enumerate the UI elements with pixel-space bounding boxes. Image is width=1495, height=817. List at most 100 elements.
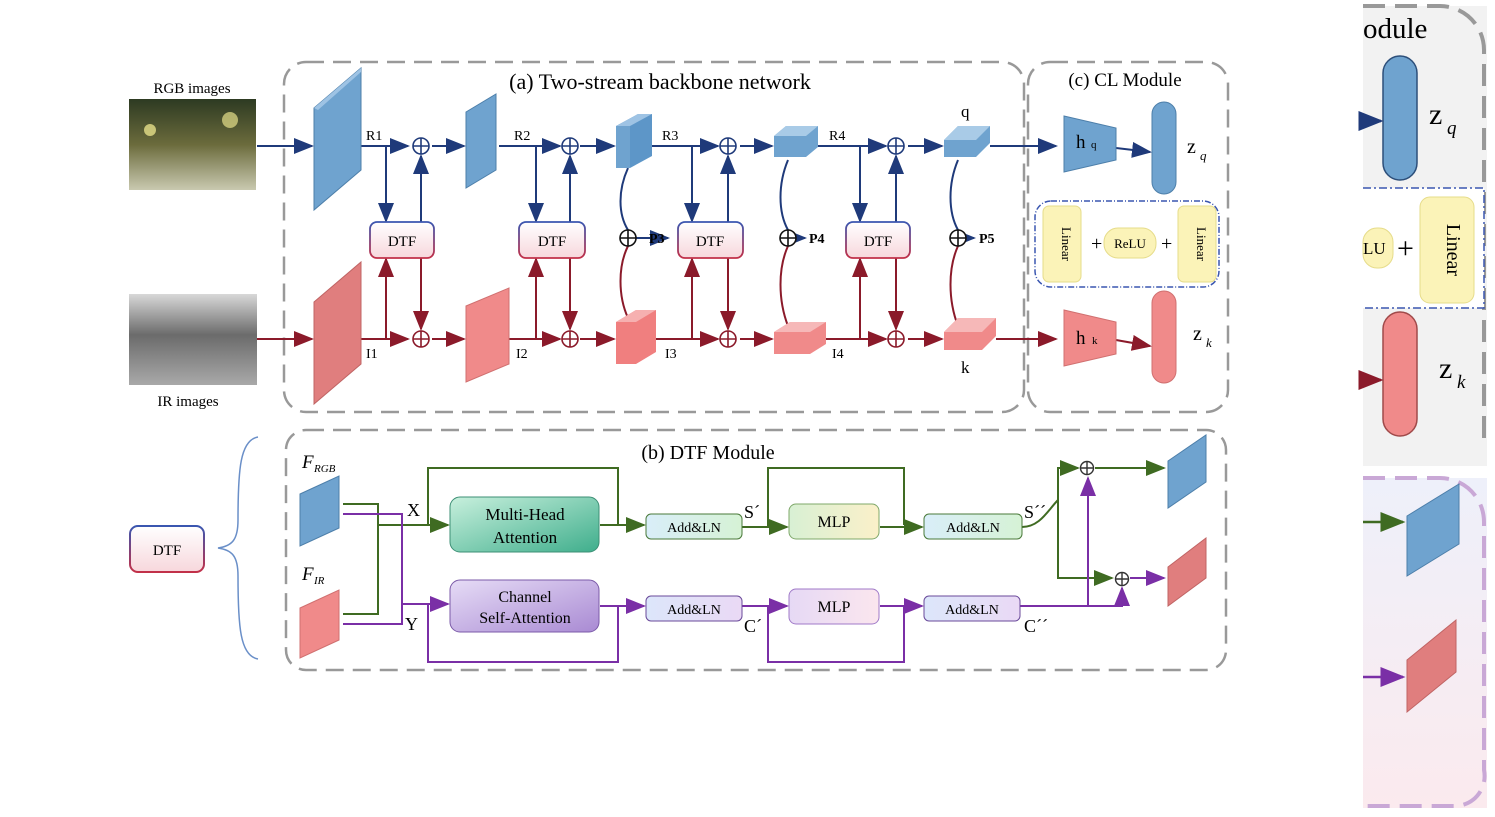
- output-p4: P4: [809, 232, 825, 247]
- svg-text:+: +: [1161, 233, 1172, 255]
- f-rgb-block: [299, 475, 340, 547]
- dtf-block-4-label: DTF: [864, 234, 892, 250]
- rgb-fusion-add-1: [412, 137, 430, 155]
- add-ln-ir-2: Add&LN: [923, 595, 1021, 622]
- ir-stage-5-block: [944, 318, 996, 350]
- svg-text:ReLU: ReLU: [1114, 236, 1146, 251]
- zoom-zk-sub: k: [1457, 372, 1466, 393]
- hk-projector: h k: [1063, 309, 1117, 367]
- dtf-key-block: DTF: [129, 525, 205, 573]
- svg-text:k: k: [1092, 335, 1098, 347]
- f-rgb-sub: RGB: [313, 463, 336, 475]
- ir-residual-add: [1114, 571, 1130, 587]
- rgb-fusion-add-2: [561, 137, 579, 155]
- dtf-block-1-label: DTF: [388, 234, 416, 250]
- ir-stage-2-block: [465, 287, 510, 383]
- backbone-title: (a) Two-stream backbone network: [509, 69, 811, 94]
- mlp-rgb: MLP: [788, 503, 880, 540]
- svg-text:MLP: MLP: [818, 599, 851, 616]
- backbone-panel-border: [282, 60, 1026, 414]
- stage-label-r2: R2: [514, 129, 530, 144]
- dtf-title: (b) DTF Module: [641, 442, 774, 464]
- svg-text:h: h: [1076, 132, 1086, 153]
- zoom-linear-layer: [1419, 196, 1475, 304]
- zoom-fused-ir-block: [1406, 618, 1457, 714]
- k-label: k: [961, 358, 970, 377]
- relu-layer: [1103, 227, 1157, 259]
- svg-text:Multi-Head: Multi-Head: [485, 505, 565, 524]
- dtf-expansion-brace: [217, 436, 259, 660]
- cl-panel-border: [1026, 60, 1230, 414]
- dtf-block-2-label: DTF: [538, 234, 566, 250]
- linear-layer-2: [1177, 205, 1217, 283]
- c-double-prime-label: C´´: [1024, 616, 1048, 636]
- svg-text:Attention: Attention: [493, 528, 558, 547]
- fused-rgb-output-block: [1167, 434, 1207, 509]
- rgb-residual-add: [1079, 460, 1095, 476]
- zoomed-cl-crop: odule z q LU + Linear z k: [1358, 3, 1487, 466]
- svg-text:Add&LN: Add&LN: [667, 603, 721, 618]
- zoom-linear-label: Linear: [1442, 224, 1464, 277]
- ir-image: [129, 294, 257, 385]
- rgb-image: [129, 99, 256, 190]
- mlp-ir: MLP: [788, 588, 880, 625]
- svg-text:Channel: Channel: [498, 589, 552, 606]
- p3-add: [619, 229, 637, 247]
- dtf-block-1: DTF: [369, 221, 435, 259]
- zoom-zq-label: z: [1429, 98, 1442, 131]
- zoom-relu-fragment: LU: [1363, 239, 1386, 258]
- stage-label-r4: R4: [829, 129, 845, 144]
- add-ln-ir-1: Add&LN: [645, 595, 743, 622]
- s-prime-label: S´: [744, 502, 760, 522]
- output-p3: P3: [649, 232, 665, 247]
- zk-embedding: [1151, 290, 1177, 384]
- svg-text:Self-Attention: Self-Attention: [479, 610, 571, 627]
- add-ln-rgb-1: Add&LN: [645, 513, 743, 540]
- linear-layer-1: [1042, 205, 1082, 283]
- rgb-stage-5-block: [944, 126, 990, 157]
- stage-label-i1: I1: [366, 347, 378, 362]
- rgb-stage-2-block: [465, 93, 497, 189]
- cl-title: (c) CL Module: [1068, 70, 1181, 91]
- ir-fusion-add-1: [412, 330, 430, 348]
- add-ln-rgb-2: Add&LN: [923, 513, 1023, 540]
- projection-head: Linear + ReLU + Linear: [1034, 200, 1220, 288]
- zk-sub: k: [1206, 335, 1212, 350]
- p5-add: [949, 229, 967, 247]
- svg-text:Add&LN: Add&LN: [946, 521, 1000, 536]
- svg-text:q: q: [1091, 139, 1097, 151]
- y-label: Y: [405, 614, 418, 634]
- rgb-fusion-add-4: [887, 137, 905, 155]
- rgb-images-label: RGB images: [153, 81, 230, 97]
- zoom-zk-label: z: [1439, 352, 1452, 385]
- zoom-plus: +: [1397, 232, 1414, 265]
- c-prime-label: C´: [744, 616, 762, 636]
- dtf-block-3-label: DTF: [696, 234, 724, 250]
- stage-label-i2: I2: [516, 347, 528, 362]
- svg-text:Linear: Linear: [1059, 227, 1074, 262]
- svg-text:h: h: [1076, 328, 1086, 349]
- stage-label-r1: R1: [366, 129, 382, 144]
- svg-text:Add&LN: Add&LN: [945, 603, 999, 618]
- multi-head-attention-block: Multi-Head Attention: [449, 496, 600, 553]
- ir-stage-3-block: [616, 310, 656, 364]
- ir-fusion-add-4: [887, 330, 905, 348]
- svg-text:Add&LN: Add&LN: [667, 521, 721, 536]
- ir-stage-4-block: [774, 322, 826, 354]
- fused-ir-output-block: [1167, 536, 1207, 607]
- ir-fusion-add-2: [561, 330, 579, 348]
- dtf-block-4: DTF: [845, 221, 911, 259]
- rgb-stage-1-block: [313, 66, 362, 212]
- output-p5: P5: [979, 232, 995, 247]
- svg-text:Linear: Linear: [1194, 227, 1209, 262]
- zoom-fused-rgb-block: [1406, 483, 1460, 577]
- stage-label-i4: I4: [832, 347, 844, 362]
- dtf-block-2: DTF: [518, 221, 586, 259]
- zoomed-dtf-crop: [1363, 476, 1487, 809]
- svg-text:MLP: MLP: [818, 514, 851, 531]
- rgb-stage-3-block: [616, 114, 652, 168]
- zq-sub: q: [1200, 148, 1207, 163]
- rgb-stage-4-block: [774, 126, 818, 157]
- hq-projector: h q: [1063, 115, 1117, 173]
